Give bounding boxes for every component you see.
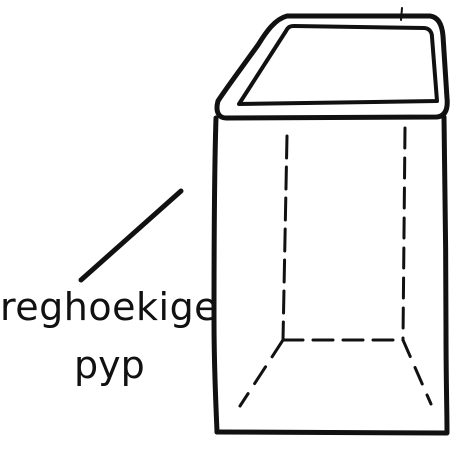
label-pyp: pyp [74,343,145,387]
pointer-line [78,188,184,283]
top-rim-outer [214,13,450,121]
bottom-edge [214,429,450,436]
label-reghoekige: reghoekige [0,285,219,329]
left-wall [211,115,220,435]
hidden-edge-back-right [401,126,407,342]
top-tick [400,7,403,21]
hidden-edge-back-left [281,134,289,342]
hidden-edge-front-left-diagonal [238,338,285,408]
hidden-edge-front-right-diagonal [401,338,433,406]
right-wall [441,114,450,435]
top-rim-inner [237,24,439,106]
